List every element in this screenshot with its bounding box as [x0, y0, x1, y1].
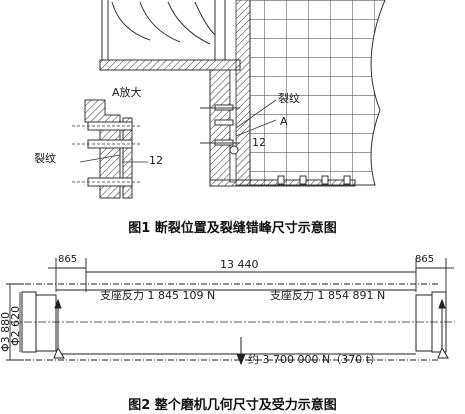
- crack-label-left: 裂纹: [34, 152, 56, 165]
- point-a-label: A: [280, 115, 288, 128]
- liner-lines: [101, 0, 226, 60]
- mill-outline: [10, 283, 455, 366]
- dim-right: 865: [415, 254, 435, 265]
- dim-left: 865: [58, 254, 78, 265]
- figure2-caption: 图2 整个磨机几何尺寸及受力示意图: [128, 398, 337, 413]
- dimension-lines: [6, 258, 454, 361]
- shell-bolt-row: [277, 175, 351, 185]
- dim-total: 13 440: [220, 258, 259, 271]
- offset-label-right: 12: [252, 136, 266, 149]
- flange-bolts: [200, 104, 240, 155]
- crack-label-right: 裂纹: [278, 92, 300, 105]
- shell-grid: [235, 0, 386, 186]
- dia-inner-label: Φ2 620: [9, 305, 22, 346]
- reaction-left: 支座反力 1 845 109 N: [100, 289, 216, 302]
- offset-label-left: 12: [149, 154, 163, 167]
- crack-leader-right: [235, 99, 277, 156]
- reaction-right: 支座反力 1 854 891 N: [270, 289, 386, 302]
- load-label: 约 3 700 000 N（370 t）: [248, 353, 382, 366]
- detail-title: A放大: [112, 86, 142, 99]
- flange-plate: [99, 59, 356, 187]
- figure1-caption: 图1 断裂位置及裂缝错峰尺寸示意图: [128, 221, 337, 236]
- detail-a-enlarged: [72, 99, 148, 199]
